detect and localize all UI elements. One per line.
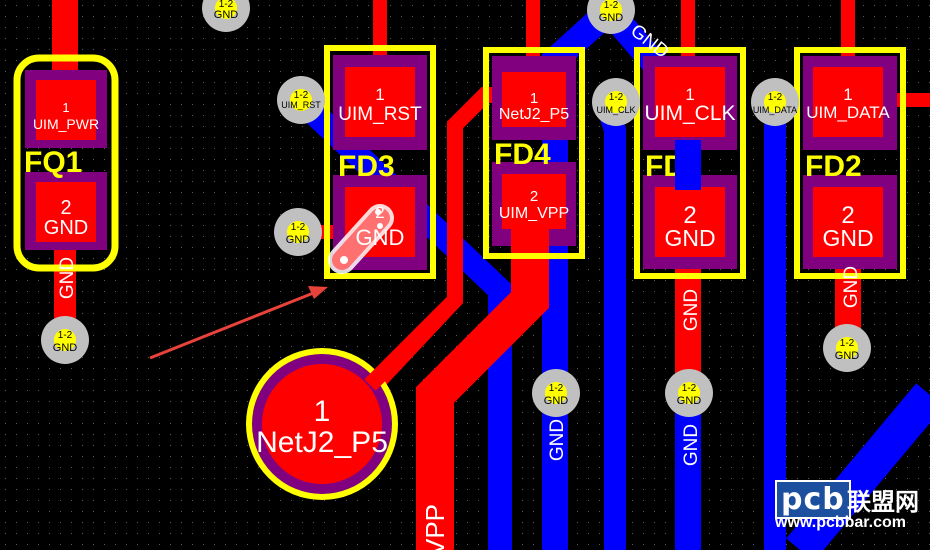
pad-net-label: GND: [356, 225, 405, 250]
silkscreen-outline: [483, 47, 585, 259]
via-net-label: GND: [286, 234, 311, 246]
red-trace-vpp[interactable]: [416, 220, 549, 550]
silk-refdes-rst: FD3: [338, 150, 395, 183]
pad-number: 1: [530, 90, 538, 107]
watermark-brand: pcb: [775, 480, 851, 519]
pad-net-label: GND: [44, 217, 88, 239]
via-layer-label: 1-2: [609, 92, 624, 103]
pad-net-label: UIM_CLK: [644, 102, 735, 125]
trace-label: GND: [547, 419, 568, 461]
blue-trace-right[interactable]: [786, 383, 930, 550]
watermark-url: www.pcbbar.com: [775, 514, 906, 531]
via-net-label: UIM_DATA: [753, 105, 797, 115]
pad-number: 2: [530, 188, 538, 205]
silk-refdes-vpp: FD4: [494, 138, 551, 171]
pad-number: 2: [375, 203, 384, 222]
via-net-label: GND: [677, 395, 702, 407]
via-net-label: GND: [214, 9, 239, 21]
pad-number: 1: [375, 85, 384, 104]
via-gnd-top-right[interactable]: 1-2 GND: [587, 0, 635, 34]
pad-number: 1: [62, 100, 69, 115]
blue-trace-clk[interactable]: [594, 96, 626, 550]
via-layer-label: 1-2: [58, 330, 73, 341]
via-layer-label: 1-2: [219, 0, 234, 10]
big-pad-netj2[interactable]: [246, 348, 398, 500]
pad-number: 2: [60, 197, 71, 219]
via-net-label: GND: [53, 342, 78, 354]
via-gnd-mid1[interactable]: 1-2 GND: [532, 369, 580, 417]
pad-net-label: NetJ2_P5: [499, 106, 569, 123]
via-net-label: GND: [599, 12, 624, 24]
trace-label: GND: [841, 266, 862, 308]
silkscreen-outline: [324, 45, 436, 279]
pad-net-label: NetJ2_P5: [256, 426, 388, 459]
watermark-cn: 联盟网: [847, 488, 919, 516]
pad-net-label: GND: [664, 225, 715, 251]
via-uim-clk[interactable]: 1-2 UIM_CLK: [592, 78, 640, 126]
pad-number: 1: [685, 85, 694, 104]
watermark-brand-text: pcb: [775, 480, 851, 519]
via-uim-rst[interactable]: 1-2 UIM_RST: [277, 76, 325, 124]
via-uim-data[interactable]: 1-2 UIM_DATA: [751, 78, 799, 126]
silk-refdes-left: FQ1: [24, 146, 82, 179]
silk-refdes-data: FD2: [805, 150, 862, 183]
via-gnd-right[interactable]: 1-2 GND: [823, 324, 871, 372]
trace-label: GND: [57, 257, 78, 299]
selected-slot-highlight[interactable]: [328, 204, 394, 274]
pad-number: 2: [683, 202, 696, 229]
via-gnd-mid2[interactable]: 1-2 GND: [665, 369, 713, 417]
via-layer-label: 1-2: [840, 338, 855, 349]
via-layer-label: 1-2: [682, 383, 697, 394]
silkscreen-outline: [13, 54, 119, 272]
via-net-label: GND: [544, 395, 569, 407]
pad-number: 1: [843, 85, 852, 104]
pad-number: 2: [841, 202, 854, 229]
via-gnd-top[interactable]: 1-2 GND: [202, 0, 250, 32]
watermark: pcb 联盟网 www.pcbbar.com: [775, 480, 925, 538]
pad-net-label: UIM_VPP: [499, 205, 569, 222]
via-gnd-rst[interactable]: 1-2 GND: [274, 208, 322, 256]
blue-trace-rst[interactable]: [291, 91, 512, 550]
via-layer-label: 1-2: [291, 222, 306, 233]
via-layer-label: 1-2: [768, 92, 783, 103]
big-pad-copper: [262, 364, 382, 484]
pad-number: 1: [314, 395, 331, 428]
silkscreen-outline: [634, 47, 746, 279]
annotation-arrow: [149, 286, 328, 360]
via-layer-label: 1-2: [294, 90, 309, 101]
pad-net-label: UIM_RST: [338, 104, 422, 125]
trace-label: GND: [681, 424, 702, 466]
via-layer-label: 1-2: [549, 383, 564, 394]
via-net-label: UIM_CLK: [596, 105, 635, 115]
via-net-label: UIM_RST: [281, 100, 321, 110]
via-gnd-pwr[interactable]: 1-2 GND: [41, 316, 89, 364]
pad-net-label: UIM_PWR: [33, 116, 99, 132]
silkscreen-outline: [794, 47, 906, 279]
pad-net-label: GND: [822, 225, 873, 251]
via-layer-label: 1-2: [604, 0, 619, 11]
trace-label: GND: [681, 289, 702, 331]
pad-net-label: UIM_DATA: [806, 103, 890, 122]
trace-label: VPP: [420, 504, 450, 550]
via-net-label: GND: [835, 350, 860, 362]
